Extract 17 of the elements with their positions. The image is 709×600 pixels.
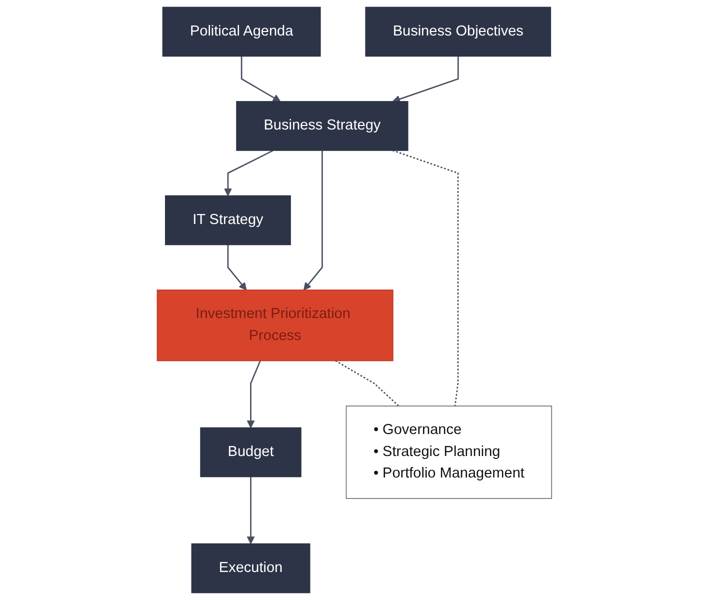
arrow xyxy=(304,150,323,290)
arrow xyxy=(246,360,261,428)
arrow xyxy=(227,244,247,290)
node-box: Political Agenda xyxy=(162,6,321,57)
arrow xyxy=(224,150,274,196)
node-box: Budget xyxy=(200,427,302,478)
node-box: Investment Prioritization Process xyxy=(156,290,394,362)
node-box: IT Strategy xyxy=(165,195,291,246)
node-box: Business Objectives xyxy=(365,6,552,57)
arrow xyxy=(392,56,459,103)
connector xyxy=(392,150,459,406)
arrow xyxy=(240,56,281,102)
node-box: Execution xyxy=(191,543,310,594)
node-box: Business Strategy xyxy=(236,101,408,151)
node-box: • Governance • Strategic Planning • Portfolio Management xyxy=(346,406,552,499)
arrow xyxy=(246,476,255,544)
connector xyxy=(335,360,400,407)
